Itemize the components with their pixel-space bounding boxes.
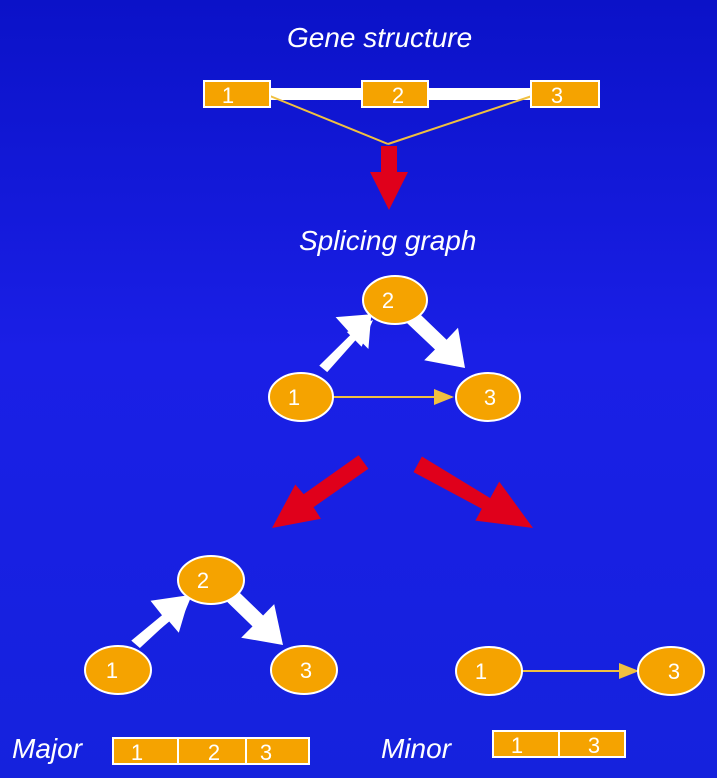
major-exon-2-label: 2 [208,740,220,765]
major-node-3 [270,645,338,695]
red-arrow-right [413,456,533,528]
minor-exon-3-label: 3 [588,733,600,758]
major-transcript: 1 2 3 [112,737,310,765]
major-transcript-box [112,737,310,765]
exon-2-label: 2 [392,83,404,108]
intron-bar-2-3 [428,88,532,100]
exon-3-label: 3 [551,83,563,108]
splicing-graph: 2 1 3 [268,275,521,422]
major-edge-arrow-1-2 [131,595,190,648]
major-graph: 2 1 3 [84,555,338,695]
exon-1-box [203,80,271,108]
minor-exon-1-label: 1 [511,733,523,758]
minor-node-3 [637,646,705,696]
graph-node-1-label: 1 [288,385,300,410]
major-exon-3-label: 3 [260,740,272,765]
splicing-graph-title: Splicing graph [299,225,477,256]
intron-bar-1-2 [268,88,364,100]
gene-structure: 1 2 3 [203,80,600,145]
graph-node-1 [268,372,334,422]
graph-node-3 [455,372,521,422]
skip-line-left [269,95,389,145]
red-arrow-left [272,455,369,528]
major-exon-1-label: 1 [131,740,143,765]
major-node-2-label: 2 [197,568,209,593]
minor-graph: 1 3 [455,646,705,696]
major-node-1 [84,645,152,695]
major-node-1-label: 1 [106,658,118,683]
exon-1-label: 1 [222,83,234,108]
major-node-3-label: 3 [300,658,312,683]
major-edge-arrow-2-3 [226,590,283,645]
major-node-2 [177,555,245,605]
minor-transcript: 1 3 [492,730,626,758]
exon-2-box [361,80,429,108]
graph-node-2-label: 2 [382,288,394,313]
skip-line-right [387,95,533,145]
edge-arrow-2-3 [406,312,465,368]
minor-node-3-label: 3 [668,659,680,684]
minor-label: Minor [381,733,452,764]
graph-node-3-label: 3 [484,385,496,410]
edge-arrow-1-2-body [319,314,372,373]
graph-node-2 [362,275,428,325]
exon-3-box [530,80,600,108]
minor-node-1-label: 1 [475,659,487,684]
minor-node-1 [455,646,523,696]
gene-structure-title: Gene structure [287,22,473,53]
red-arrow-down [370,146,408,210]
major-label: Major [12,733,83,764]
